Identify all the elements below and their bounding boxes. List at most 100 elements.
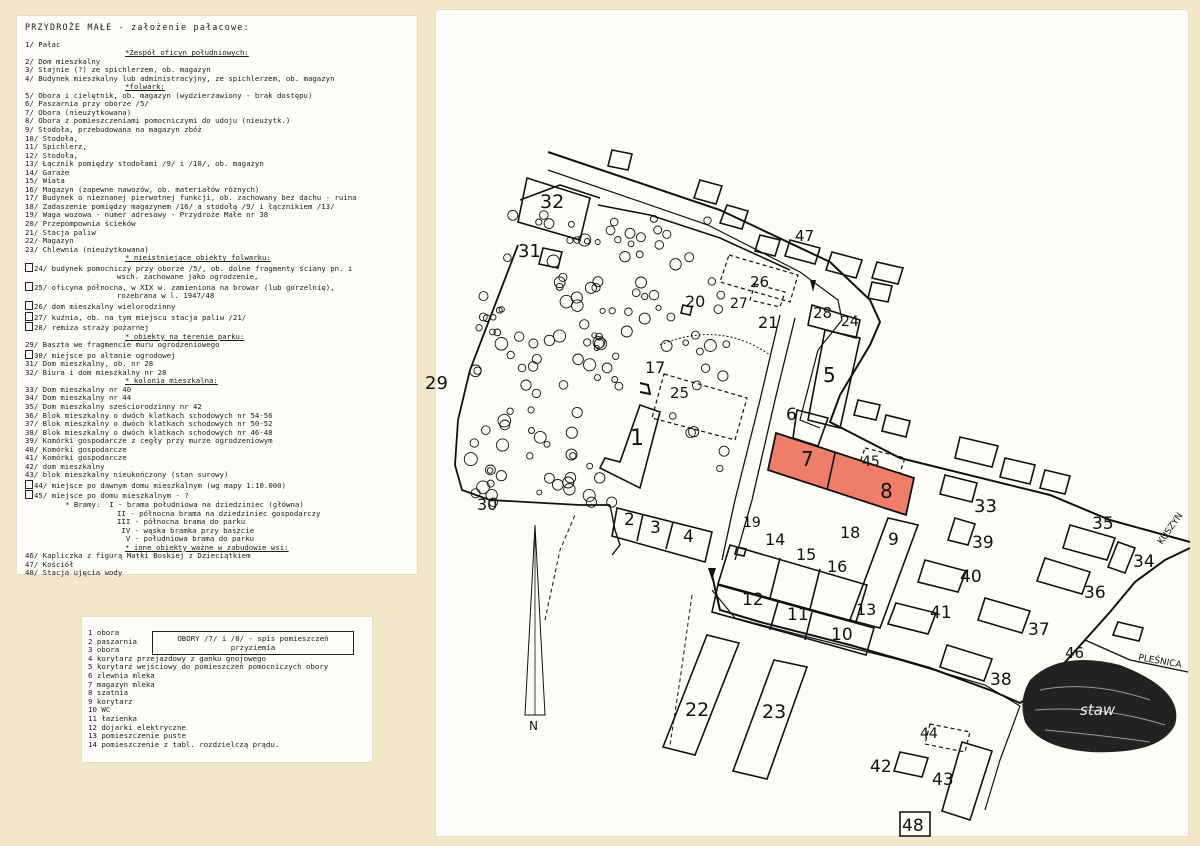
tree-icon	[608, 307, 616, 315]
legend-line-text: * nieistniejące obiekty folwarku:	[125, 253, 271, 263]
building-number-label: 26	[750, 273, 769, 291]
tree-icon	[586, 462, 594, 470]
tree-icon	[470, 488, 481, 499]
legend-line-text: III - północna brama do parku	[117, 517, 246, 527]
legend-line: 28/ remiza straży pożarnej	[25, 322, 409, 333]
legend-line: * inne obiekty ważne w zabudowie wsi:	[25, 543, 409, 553]
gate-arrow-icon	[810, 280, 816, 292]
road-label-kuszyn: KUSZYN	[1156, 511, 1185, 547]
legend-line: 18/ Zadaszenie pomiędzy magazynem /16/ a…	[25, 202, 409, 212]
legend-line-text: 34/ Dom mieszkalny nr 44	[25, 393, 132, 403]
building-number-label: 11	[787, 605, 809, 625]
legend-line: 19/ Waga wozowa - numer adresowy - Przyd…	[25, 211, 409, 220]
building-number-label: 19	[743, 515, 761, 531]
tree-icon	[682, 339, 689, 346]
tree-icon	[499, 419, 511, 431]
north-label: N	[529, 719, 538, 733]
legend-line: 41/ Komórki gospodarcze	[25, 453, 409, 463]
tree-icon	[627, 240, 635, 248]
legend-line-text: 23/ Chlewnia (nieużytkowana)	[25, 244, 149, 254]
building-number-label: 6	[786, 405, 797, 425]
tree-icon	[481, 425, 491, 435]
legend-line: 27/ kuźnia, ob. na tym miejscu stacja pa…	[25, 311, 409, 323]
tree-icon	[685, 427, 696, 439]
tree-icon	[716, 464, 724, 473]
room-item: 5 korytarz wejściowy do pomieszczeń pomo…	[88, 662, 329, 672]
tree-icon	[571, 406, 583, 419]
legend-line: 12/ Stodoła,	[25, 151, 409, 161]
legend-line-text: 13/ Łącznik pomiędzy stodołami /9/ i /10…	[25, 159, 264, 169]
legend-line-text: 20/ Przepompownia ścieków	[25, 219, 136, 229]
legend-line: 35/ Dom mieszkalny sześciorodzinny nr 42	[25, 401, 409, 412]
tree-icon	[489, 328, 496, 336]
nonexistent-marker-icon	[25, 349, 33, 359]
building-number-label: 23	[762, 701, 786, 723]
tree-icon	[611, 376, 619, 383]
legend-line-text: 38/ Blok mieszkalny o dwóch klatkach sch…	[25, 427, 273, 437]
building-number-label: 27	[730, 296, 748, 312]
legend-line-text: 22/ Magazyn	[25, 236, 74, 246]
tree-icon	[635, 250, 644, 259]
legend-line: 31/ Dom mieszkalny, ob. nr 28	[25, 359, 409, 369]
tree-icon	[624, 227, 636, 239]
pond-label: staw	[1080, 701, 1116, 719]
tree-icon	[559, 294, 574, 309]
highlighted-cowsheds	[766, 431, 916, 517]
tree-icon	[606, 496, 618, 508]
building-number-label: 34	[1133, 552, 1155, 572]
building-number-label: 48	[902, 816, 924, 836]
tree-icon	[620, 325, 633, 338]
legend-line-text: 37/ Blok mieszkalny o dwóch klatkach sch…	[25, 419, 273, 429]
legend-line-text: 8/ Obora z pomieszczeniami pomocniczymi …	[25, 116, 291, 126]
legend-line: 38/ Blok mieszkalny o dwóch klatkach sch…	[25, 427, 409, 438]
tree-icon	[563, 483, 576, 496]
tree-icon	[533, 430, 547, 444]
building-number-label: 20	[685, 292, 705, 311]
tree-icon	[583, 238, 591, 245]
tree-icon	[475, 324, 483, 332]
tree-icon	[614, 381, 624, 391]
tree-icon	[485, 464, 496, 476]
building-number-label: 43	[932, 770, 954, 790]
legend-line: * Bramy: I - brama południowa na dziedzi…	[25, 500, 409, 510]
road-label-plesnica: PLEŚNICA	[1137, 651, 1183, 671]
tree-icon	[531, 353, 542, 365]
building-number-label: 24	[841, 314, 859, 330]
nonexistent-marker-icon	[25, 490, 33, 500]
tree-icon	[562, 476, 575, 489]
tree-icon	[641, 292, 649, 301]
legend-line: 32/ Biura i dom mieszkalny nr 28	[25, 367, 409, 378]
building-number-label: 22	[685, 699, 709, 721]
building-number-label: 35	[1092, 514, 1114, 534]
legend-line-text: IV - wąska bramka przy baszcie	[117, 525, 255, 535]
tree-icon	[566, 236, 574, 244]
tree-icon	[469, 364, 482, 378]
nonexistent-marker-icon	[25, 281, 33, 291]
legend-line: 1/ Pałac	[25, 40, 409, 50]
legend-line-text: 24/ budynek pomocniczy przy oborze /5/, …	[34, 263, 353, 273]
legend-line-text: 9/ Stodoła, przebudowana na magazyn zbóż	[25, 125, 202, 135]
legend-list: 1/ Pałac*Zespół oficyn południowych:2/ D…	[25, 40, 409, 578]
tree-icon	[599, 307, 606, 314]
tree-icon	[583, 358, 597, 372]
building-number-label: 9	[888, 530, 899, 550]
building-number-label: 8	[880, 479, 893, 503]
legend-line-text: 32/ Biura i dom mieszkalny nr 28	[25, 367, 167, 377]
tree-icon	[582, 488, 596, 502]
legend-line-text: 10/ Stodoła,	[25, 133, 79, 143]
tree-icon	[558, 380, 569, 390]
building-number-label: 41	[930, 603, 952, 623]
legend-line-text: 26/ dom mieszkalny wielorodzinny	[34, 301, 176, 311]
legend-line-text: 35/ Dom mieszkalny sześciorodzinny nr 42	[25, 401, 202, 411]
legend-line: 48/ Stacja ujęcia wody	[25, 569, 409, 578]
building-number-label: 40	[960, 567, 982, 587]
legend-line: 15/ Wiata	[25, 177, 409, 186]
tree-icon	[717, 370, 729, 382]
legend-line: 47/ Kościół	[25, 560, 409, 570]
legend-line: 40/ Komórki gospodarcze	[25, 445, 409, 455]
nonexistent-marker-icon	[25, 479, 33, 489]
tree-icon	[691, 380, 702, 391]
building-number-label: 32	[540, 191, 564, 213]
